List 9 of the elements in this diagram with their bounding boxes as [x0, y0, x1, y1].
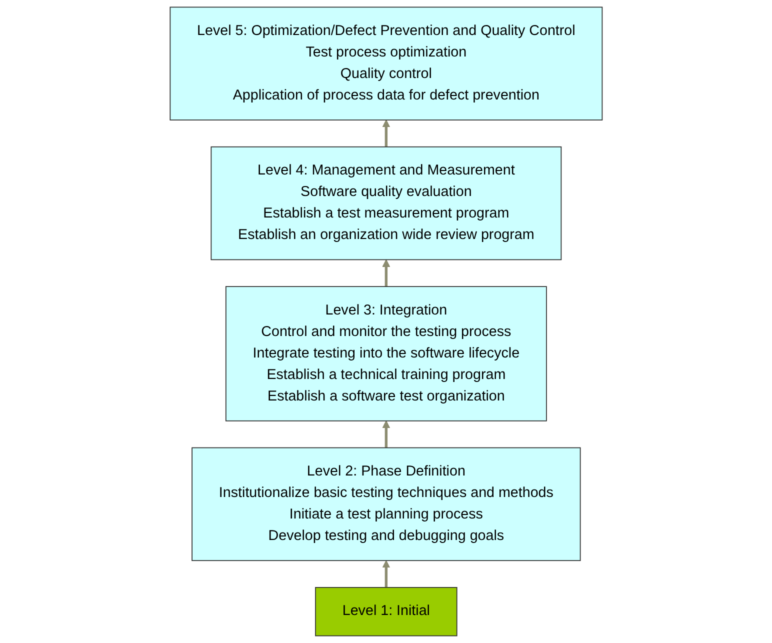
node-box: Level 3: Integration Control and monitor the testing process Integrate testing into the software lifecycle Establish a technical training program Establish a software test organization	[225, 286, 547, 422]
arrow	[382, 420, 390, 448]
arrow	[382, 120, 390, 147]
arrow	[382, 560, 390, 588]
node-box: Level 2: Phase Definition Institutionalize basic testing techniques and methods Initiate a test planning process Develop testing and debugging goals	[191, 447, 581, 562]
node-box: Level 4: Management and Measurement Software quality evaluation Establish a test measurement program Establish an organization wide review program	[210, 146, 562, 260]
node-box: Level 5: Optimization/Defect Prevention and Quality Control Test process optimization Quality control Application of process data for defect prevention	[170, 6, 602, 120]
arrow	[382, 259, 390, 287]
node-box: Level 1: Initial	[314, 587, 458, 636]
